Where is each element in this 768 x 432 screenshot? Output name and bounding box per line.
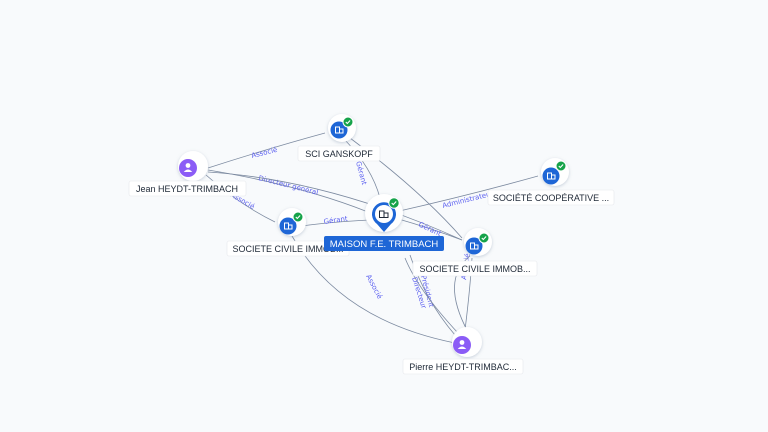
node-label-bg (402, 358, 524, 375)
node-label-bg (412, 260, 538, 277)
node-pierre-heydt-trimbach[interactable]: Pierre HEYDT-TRIMBAC... (402, 327, 524, 375)
node-societe-civile-left[interactable]: SOCIETE CIVILE IMMOB... (226, 208, 350, 257)
node-societe-civile-right[interactable]: SOCIETE CIVILE IMMOB... (412, 228, 538, 277)
building-icon (547, 172, 556, 180)
node-label: SCI GANSKOPF (305, 149, 373, 159)
node-sci-ganskopf[interactable]: SCI GANSKOPF (297, 114, 381, 162)
node-label: MAISON F.E. TRIMBACH (330, 239, 439, 250)
node-maison-fe-trimbach[interactable]: MAISON F.E. TRIMBACH (324, 194, 444, 251)
check-icon (558, 164, 564, 169)
edge-label-jean-sci: Associé (251, 146, 279, 160)
node-label: SOCIÉTÉ COOPÉRATIVE ... (493, 193, 609, 203)
node-label-bg (297, 145, 381, 162)
edge-jean-sc-right (207, 171, 463, 241)
check-icon (481, 236, 487, 241)
edge-jean-sci-ganskopf (207, 132, 326, 169)
person-node-icon (453, 336, 471, 354)
edge-label-jean-main: Directeur général (258, 174, 320, 197)
check-icon (295, 215, 301, 220)
edge-main-coop (394, 175, 539, 213)
node-label: Pierre HEYDT-TRIMBAC... (409, 362, 517, 372)
check-icon (345, 120, 351, 125)
edge-label-sc-left-pierre: Associé (364, 273, 383, 300)
node-jean-heydt-trimbach[interactable]: Jean HEYDT-TRIMBACH (128, 151, 247, 197)
edge-label-main-sc-right: Gérant (417, 221, 442, 239)
building-icon (335, 126, 344, 134)
building-icon (470, 242, 479, 250)
node-label: SOCIETE CIVILE IMMOB... (419, 264, 530, 274)
edge-label-main-sc-left: Gérant (323, 215, 348, 226)
edge-label-main-coop: Administrateur (442, 190, 495, 210)
node-label-bg (128, 180, 247, 197)
check-icon (391, 201, 397, 206)
edge-main-sc-left (301, 219, 371, 227)
verified-badge-icon (388, 197, 400, 209)
node-societe-cooperative[interactable]: SOCIÉTÉ COOPÉRATIVE ... (487, 158, 615, 206)
node-label: SOCIETE CIVILE IMMOB... (232, 244, 343, 254)
building-icon (284, 222, 293, 230)
edge-label-sci-main: Gérant (354, 160, 368, 186)
user-icon (457, 340, 467, 349)
user-icon (183, 163, 193, 172)
edge-pierre-main-b (404, 257, 459, 334)
building-icon (379, 210, 389, 218)
edge-sci-main (344, 139, 381, 199)
node-label-bg (487, 189, 615, 206)
node-label: Jean HEYDT-TRIMBACH (136, 184, 238, 194)
person-node-icon (179, 159, 197, 177)
node-label-bg (324, 236, 444, 251)
